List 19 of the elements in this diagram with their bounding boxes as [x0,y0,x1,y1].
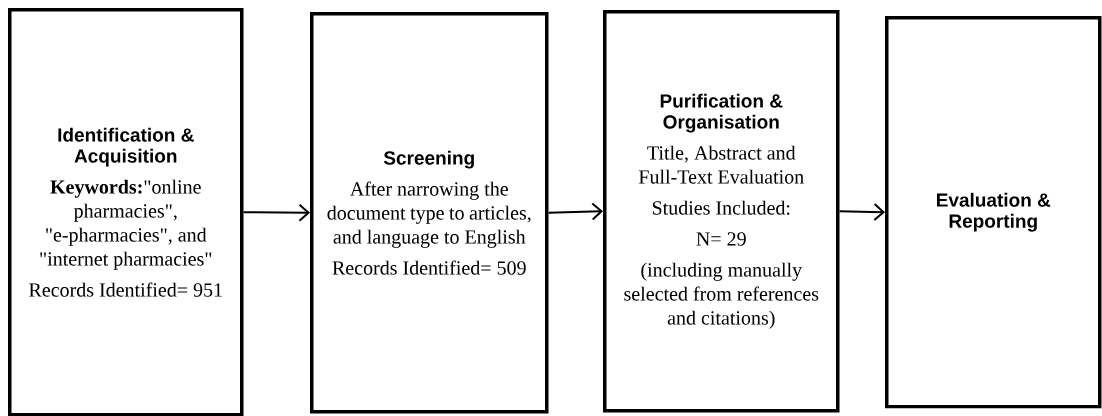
step-text: (including manually selected from references and citations) [624,262,819,329]
step-heading: Identification & Acquisition [58,127,194,167]
process-box [310,12,549,414]
step-text: Records Identified= 509 [332,260,526,275]
step-text: After narrowing the document type to articles, and language to English [327,181,531,248]
arrow [547,202,603,221]
arrow [838,203,885,221]
process-box [603,10,840,413]
step-text: Records Identified= 951 [29,282,222,297]
step-heading: Evaluation & Reporting [937,192,1051,232]
process-box [885,16,1102,409]
process-box [8,8,244,416]
step-heading: Screening [383,150,474,169]
step-heading: Purification & Organisation [660,93,783,133]
step-text: Studies Included: [652,200,790,215]
step-text: Title, Abstract and Full-Text Evaluation [638,145,804,184]
arrow [242,203,310,222]
step-text: N= 29 [696,232,746,246]
step-text: Keywords:"online pharmacies", "e-pharmacies", and "internet pharmacies" [40,179,212,270]
